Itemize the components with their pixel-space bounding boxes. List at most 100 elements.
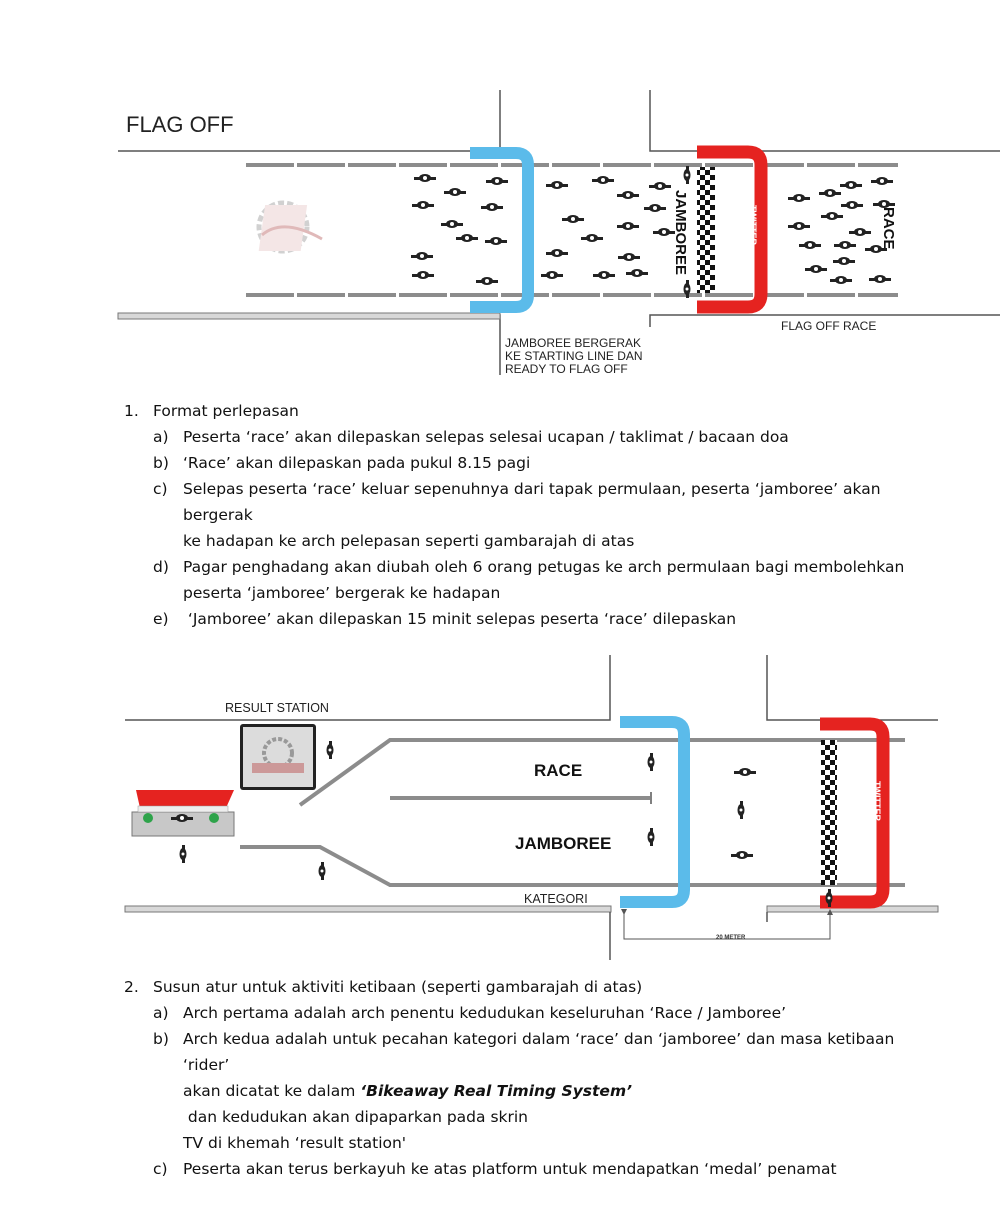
rider-icon bbox=[318, 862, 326, 880]
item-letter: a) bbox=[153, 428, 169, 446]
finish-layout-diagram: RESULT STATION TWITTER RACE JAMBOREE KAT… bbox=[124, 655, 939, 960]
section-2-heading: Susun atur untuk aktiviti ketibaan (sepe… bbox=[153, 978, 643, 996]
rider-icon bbox=[819, 189, 841, 197]
caption-flag-off-race: FLAG OFF RACE bbox=[781, 319, 876, 333]
item-letter: b) bbox=[153, 454, 169, 472]
rider-icon bbox=[734, 768, 756, 776]
rider-icon bbox=[618, 253, 640, 261]
rider-icon bbox=[647, 753, 655, 771]
rider-icon bbox=[825, 889, 833, 907]
item-letter: b) bbox=[153, 1030, 169, 1048]
checkered-start-line bbox=[697, 167, 715, 293]
section-1-heading: Format perlepasan bbox=[153, 402, 299, 420]
section-1-number: 1. bbox=[124, 402, 139, 420]
rider-icon bbox=[737, 801, 745, 819]
rider-icon bbox=[412, 201, 434, 209]
rider-icon bbox=[326, 741, 334, 759]
arch-label-twitter: TWITTER bbox=[748, 205, 758, 245]
group-label-race: RACE bbox=[880, 207, 897, 250]
label-distance: 20 METER bbox=[716, 935, 746, 941]
twitter-arch-red bbox=[697, 145, 768, 314]
rider-icon bbox=[593, 271, 615, 279]
road-edge-bottom bbox=[118, 314, 501, 375]
rider-icon bbox=[441, 220, 463, 228]
caption-jamboree-line-3: READY TO FLAG OFF bbox=[505, 362, 628, 376]
twitter-arch-red bbox=[820, 717, 890, 909]
medal-platform bbox=[131, 790, 235, 837]
list-item: b) ‘Race’ akan dilepaskan pada pukul 8.1… bbox=[0, 450, 1000, 476]
rider-icon bbox=[411, 252, 433, 260]
section-2-list: 2. Susun atur untuk aktiviti ketibaan (s… bbox=[0, 974, 1000, 1182]
start-arch-blue bbox=[470, 147, 534, 313]
road-kerb-bottom bbox=[124, 905, 612, 913]
rider-icon bbox=[412, 271, 434, 279]
rider-icon bbox=[476, 277, 498, 285]
rider-icon bbox=[871, 177, 893, 185]
system-name-emphasis: ‘Bikeaway Real Timing System’ bbox=[360, 1082, 632, 1100]
barrier-lines bbox=[240, 738, 905, 887]
rider-icon bbox=[562, 215, 584, 223]
rider-icon bbox=[444, 188, 466, 196]
lane-label-jamboree: JAMBOREE bbox=[515, 834, 611, 853]
rider-icon bbox=[617, 191, 639, 199]
diagram1-title: FLAG OFF bbox=[126, 112, 234, 137]
rider-icon bbox=[683, 280, 691, 298]
group-label-jamboree: JAMBOREE bbox=[672, 190, 689, 275]
road-edge-top bbox=[125, 655, 611, 721]
rider-icon bbox=[171, 814, 193, 822]
item-text-continued: ke hadapan ke arch pelepasan seperti gam… bbox=[183, 532, 635, 550]
flag-off-diagram: FLAG OFF TWITTER JAMBOREE RACE JAMBOREE … bbox=[117, 90, 1000, 376]
item-letter: d) bbox=[153, 558, 169, 576]
rider-icon bbox=[481, 203, 503, 211]
rider-icon bbox=[456, 234, 478, 242]
rider-icon bbox=[834, 241, 856, 249]
rider-icon bbox=[581, 234, 603, 242]
lane-label-race: RACE bbox=[534, 761, 582, 780]
rider-icon bbox=[653, 228, 675, 236]
item-text-continued: dan kedudukan akan dipaparkan pada skrin bbox=[183, 1108, 529, 1126]
distance-indicator bbox=[621, 909, 833, 940]
rider-icon bbox=[541, 271, 563, 279]
item-text: Selepas peserta ‘race’ keluar sepenuhnya… bbox=[183, 480, 881, 524]
rider-icon bbox=[649, 182, 671, 190]
item-text: Peserta ‘race’ akan dilepaskan selepas s… bbox=[183, 428, 789, 446]
rider-icon bbox=[830, 276, 852, 284]
rider-icon bbox=[626, 269, 648, 277]
label-result-station: RESULT STATION bbox=[225, 701, 329, 715]
rider-icon bbox=[485, 237, 507, 245]
item-text: Pagar penghadang akan diubah oleh 6 oran… bbox=[183, 558, 905, 576]
item-text: Arch kedua adalah untuk pecahan kategori… bbox=[183, 1030, 895, 1074]
rider-icon bbox=[546, 249, 568, 257]
list-item: a) Peserta ‘race’ akan dilepaskan selepa… bbox=[0, 424, 1000, 450]
item-letter: c) bbox=[153, 480, 168, 498]
road-edge-top-right bbox=[649, 90, 1000, 152]
rider-icon bbox=[486, 177, 508, 185]
section-1-heading-row: 1. Format perlepasan bbox=[0, 398, 1000, 424]
list-item: b) Arch kedua adalah untuk pecahan kateg… bbox=[0, 1026, 1000, 1156]
item-text: Arch pertama adalah arch penentu keduduk… bbox=[183, 1004, 787, 1022]
checkered-finish-line bbox=[821, 740, 837, 885]
item-text-continued: peserta ‘jamboree’ bergerak ke hadapan bbox=[183, 584, 501, 602]
rider-icon bbox=[546, 181, 568, 189]
item-text-continued: akan dicatat ke dalam bbox=[183, 1082, 361, 1100]
list-item: c) Peserta akan terus berkayuh ke atas p… bbox=[0, 1156, 1000, 1182]
rider-icon bbox=[865, 245, 887, 253]
road-edge-bottom-right bbox=[649, 314, 1000, 327]
rider-icon bbox=[788, 194, 810, 202]
section-2-number: 2. bbox=[124, 978, 139, 996]
rider-icon bbox=[179, 845, 187, 863]
item-letter: c) bbox=[153, 1160, 168, 1178]
caption-jamboree-line-1: JAMBOREE BERGERAK bbox=[505, 336, 641, 350]
riders-group bbox=[171, 741, 833, 907]
list-item: c) Selepas peserta ‘race’ keluar sepenuh… bbox=[0, 476, 1000, 554]
rider-icon bbox=[592, 176, 614, 184]
rider-icon bbox=[869, 275, 891, 283]
item-letter: e) bbox=[153, 610, 169, 628]
rider-icon bbox=[788, 222, 810, 230]
item-letter: a) bbox=[153, 1004, 169, 1022]
rider-icon bbox=[833, 257, 855, 265]
barrier-lines bbox=[246, 163, 898, 297]
item-text: ‘Race’ akan dilepaskan pada pukul 8.15 p… bbox=[183, 454, 531, 472]
list-item: e) ‘Jamboree’ akan dilepaskan 15 minit s… bbox=[0, 606, 1000, 632]
rider-icon bbox=[873, 200, 895, 208]
